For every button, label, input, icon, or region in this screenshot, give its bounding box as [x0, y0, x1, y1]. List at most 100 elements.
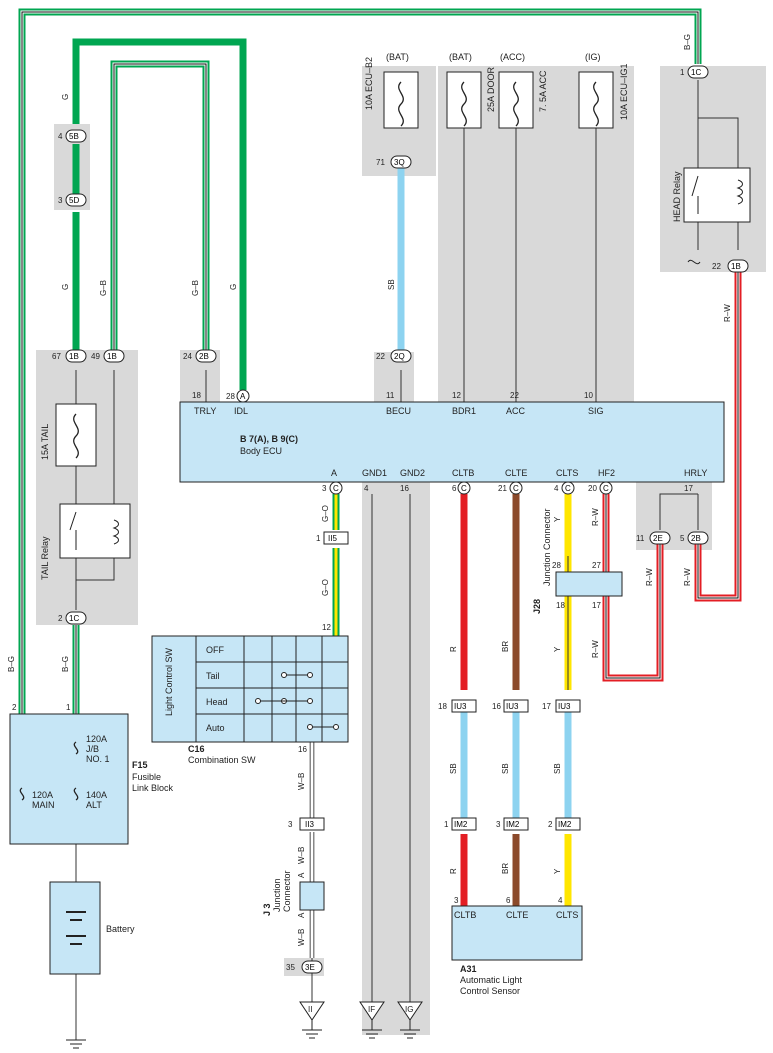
fuse-label: 10A ECU–IG1 [619, 63, 629, 120]
svg-text:Connector: Connector [282, 870, 292, 912]
ecu-pin: TRLY [194, 406, 216, 416]
svg-text:MAIN: MAIN [32, 800, 55, 810]
svg-text:5: 5 [680, 534, 685, 543]
fuse-supply: (BAT) [449, 52, 472, 62]
svg-text:16: 16 [492, 702, 501, 711]
svg-text:Junction Connector: Junction Connector [542, 508, 552, 586]
conn-iu3-18: IU3 [451, 699, 477, 713]
conn-2q: 2Q [390, 349, 412, 363]
svg-text:16: 16 [298, 745, 307, 754]
ground-battery [66, 1039, 86, 1049]
svg-text:5D: 5D [69, 196, 79, 205]
svg-text:J28: J28 [532, 599, 542, 614]
conn-5b: 5B [65, 129, 87, 143]
battery-label: Battery [106, 924, 135, 934]
ecu-pin: CLTB [452, 468, 474, 478]
svg-text:J 3: J 3 [262, 903, 272, 916]
conn-ii3: II3 [299, 817, 325, 831]
ecu-pin: HRLY [684, 468, 707, 478]
connector-ovals: 5B 5D 1B 1B 2B A 3Q 2Q 1C 1B 1C C C C C … [65, 65, 749, 974]
shaded-areas [36, 66, 766, 1035]
ecu-pin: GND2 [400, 468, 425, 478]
svg-text:1B: 1B [731, 262, 741, 271]
svg-text:R–W: R–W [723, 304, 732, 322]
svg-text:2B: 2B [691, 534, 701, 543]
svg-text:Y: Y [553, 646, 562, 652]
svg-text:II: II [308, 1005, 312, 1014]
svg-text:R–W: R–W [591, 508, 600, 526]
svg-text:3E: 3E [305, 963, 315, 972]
conn-3q: 3Q [390, 155, 412, 169]
ecu-pin: A [331, 468, 337, 478]
svg-text:II3: II3 [305, 820, 314, 829]
svg-text:3: 3 [322, 484, 327, 493]
svg-text:1: 1 [444, 820, 449, 829]
svg-text:3: 3 [58, 196, 63, 205]
svg-text:A: A [297, 912, 306, 918]
svg-text:R–W: R–W [645, 568, 654, 586]
fuse-supply: (IG) [585, 52, 601, 62]
svg-text:17: 17 [592, 601, 601, 610]
svg-text:Automatic Light: Automatic Light [460, 975, 523, 985]
ecu-pin: GND1 [362, 468, 387, 478]
svg-text:Tail: Tail [206, 671, 220, 681]
svg-text:1B: 1B [69, 352, 79, 361]
conn-iu3-16: IU3 [503, 699, 529, 713]
svg-text:NO. 1: NO. 1 [86, 754, 110, 764]
svg-text:2: 2 [58, 614, 63, 623]
svg-text:IU3: IU3 [454, 702, 467, 711]
conn-c-21: C [509, 481, 523, 495]
svg-text:1C: 1C [69, 614, 79, 623]
ecu-pin: IDL [234, 406, 248, 416]
svg-text:3: 3 [288, 820, 293, 829]
svg-text:Control Sensor: Control Sensor [460, 986, 520, 996]
conn-1b-49: 1B [103, 349, 125, 363]
conn-2b-5: 2B [687, 531, 709, 545]
svg-text:G: G [61, 284, 70, 290]
conn-1b-22: 1B [727, 259, 749, 273]
svg-text:C: C [565, 484, 571, 493]
svg-text:11: 11 [386, 391, 395, 400]
svg-text:1C: 1C [691, 68, 701, 77]
ecu-code: B 7(A), B 9(C) [240, 434, 298, 444]
svg-text:27: 27 [592, 561, 601, 570]
ecu-pin: CLTS [556, 468, 578, 478]
conn-im2-3: IM2 [503, 817, 529, 831]
svg-text:22: 22 [510, 391, 519, 400]
svg-text:W–B: W–B [297, 929, 306, 946]
svg-text:18: 18 [556, 601, 565, 610]
body-ecu: B 7(A), B 9(C) Body ECU TRLY IDL BECU BD… [179, 401, 725, 483]
ecu-bottom-pins: A GND1 GND2 CLTB CLTE CLTS HF2 HRLY [331, 468, 707, 478]
svg-text:1B: 1B [107, 352, 117, 361]
svg-text:4: 4 [558, 896, 563, 905]
svg-text:2: 2 [12, 703, 17, 712]
svg-text:67: 67 [52, 352, 61, 361]
ecu-pin: CLTE [505, 468, 527, 478]
svg-text:Head: Head [206, 697, 228, 707]
shade-gnd [362, 480, 430, 1035]
svg-text:A: A [297, 872, 306, 878]
head-relay: HEAD Relay [672, 167, 751, 265]
svg-text:12: 12 [452, 391, 461, 400]
ecu-pin: BDR1 [452, 406, 476, 416]
j28-connector: J28 Junction Connector [532, 508, 623, 614]
conn-2b-24: 2B [195, 349, 217, 363]
fuse-supply: (ACC) [500, 52, 525, 62]
svg-text:120A: 120A [86, 734, 107, 744]
relay-label: HEAD Relay [672, 171, 682, 222]
svg-text:140A: 140A [86, 790, 107, 800]
conn-c-3: C [329, 481, 343, 495]
fuse-label: 25A DOOR [486, 66, 496, 112]
conn-1c-top: 1C [687, 65, 709, 79]
svg-text:IM2: IM2 [506, 820, 520, 829]
svg-text:BR: BR [501, 863, 510, 874]
svg-text:Link Block: Link Block [132, 783, 174, 793]
svg-text:1: 1 [680, 68, 685, 77]
fl-code: F15 [132, 760, 148, 770]
combination-switch: OFF Tail Head Auto Light Control SW C16 … [151, 635, 349, 765]
fuse-acc: 7. 5A ACC (ACC) [498, 52, 548, 129]
ecu-name: Body ECU [240, 446, 282, 456]
svg-text:A: A [240, 392, 246, 401]
conn-3e: 3E [301, 960, 323, 974]
svg-text:Auto: Auto [206, 723, 225, 733]
